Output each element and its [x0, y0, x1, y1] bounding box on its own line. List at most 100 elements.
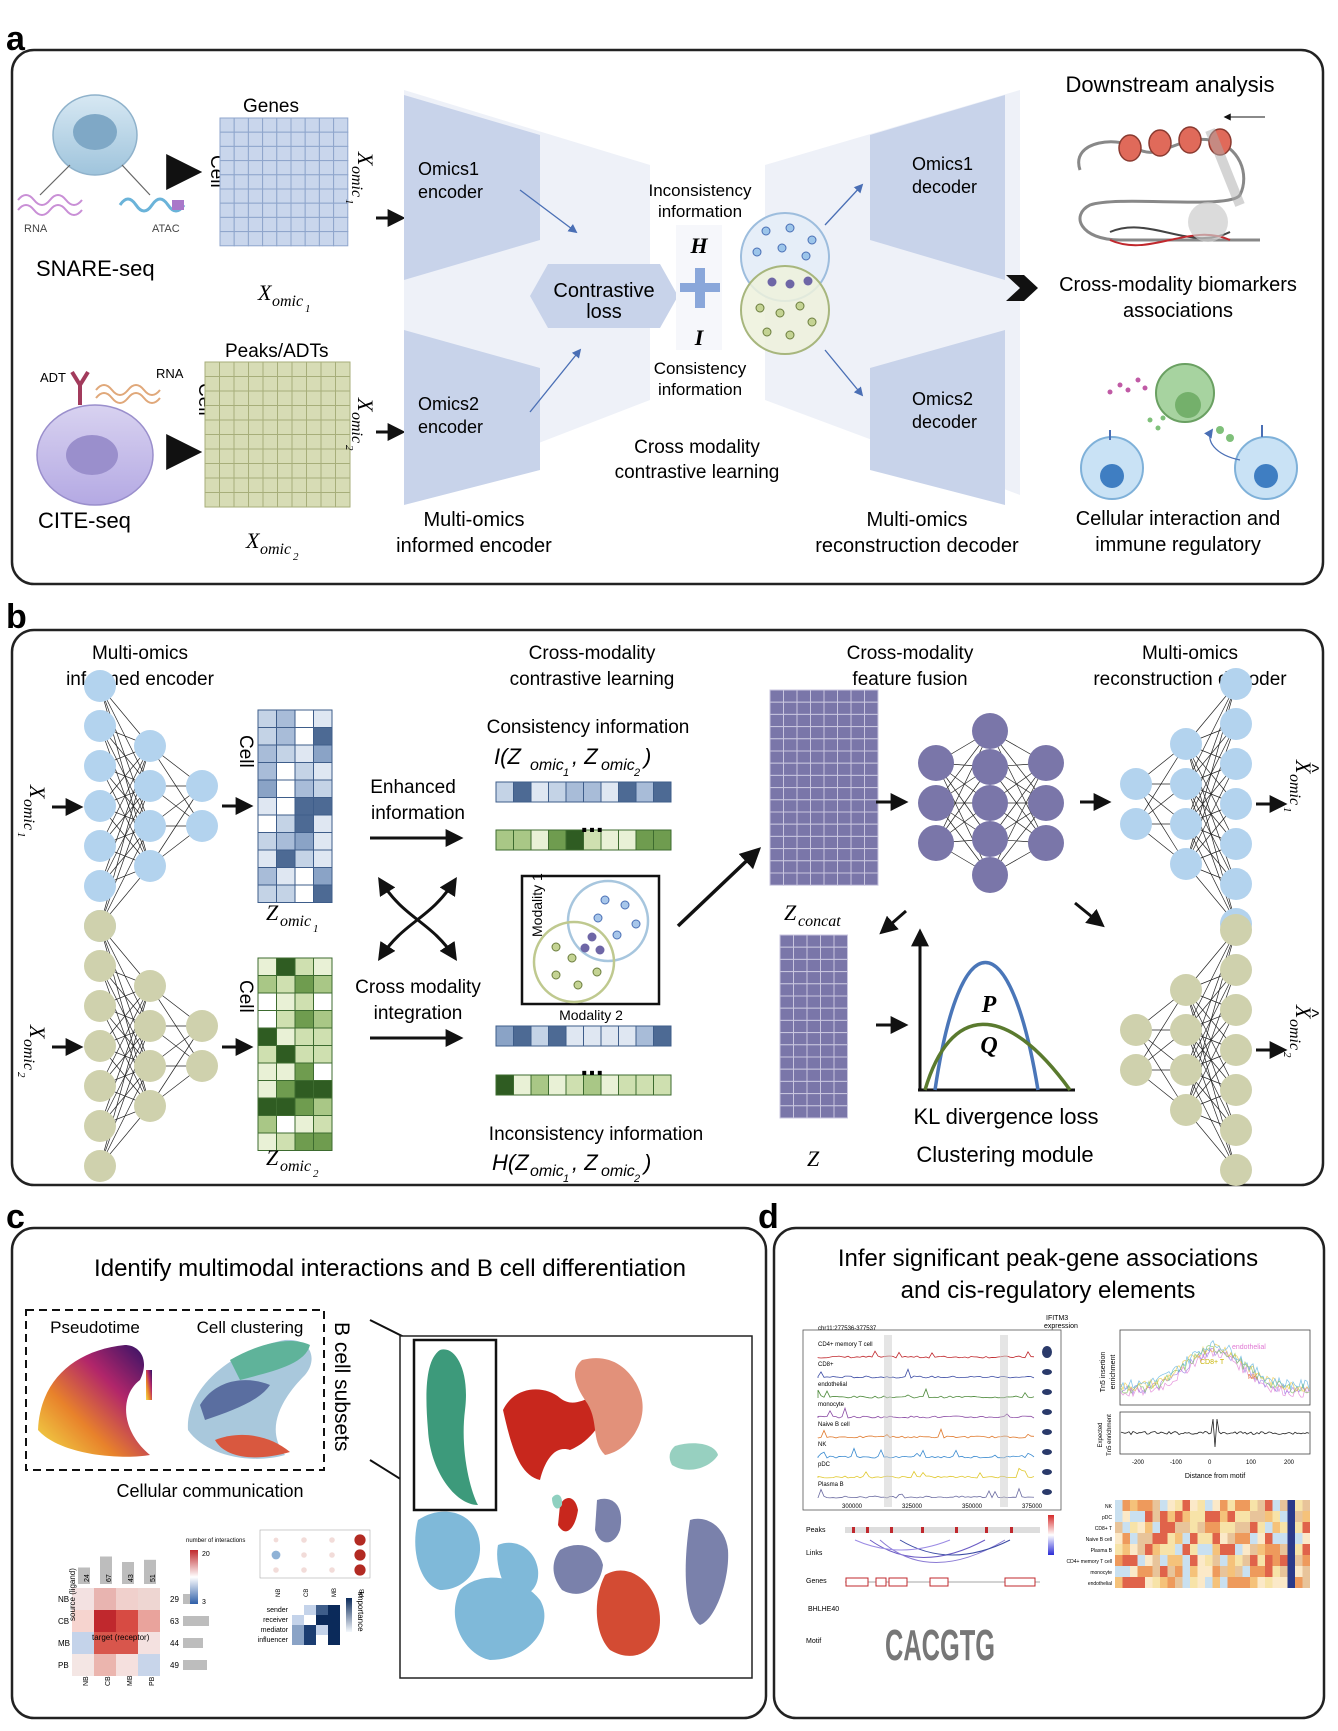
motif-heat-cell: [1235, 1500, 1243, 1511]
bar-cell: [635, 781, 654, 803]
encoder2-net: [84, 910, 218, 1182]
svg-text:X: X: [353, 397, 378, 413]
zconcat-cell: [810, 787, 825, 801]
z-cell: [779, 1056, 794, 1070]
plus-vertical: [695, 268, 705, 308]
peak-matrix-cell: [248, 405, 264, 421]
zconcat-cell: [823, 799, 838, 813]
svg-text:I(Z: I(Z: [494, 744, 522, 769]
motif-heat-cell: [1235, 1522, 1243, 1533]
track-label: NK: [818, 1442, 826, 1448]
motif-heat-cell: [1197, 1511, 1205, 1522]
b-encoder-title-1: Multi-omics: [92, 643, 188, 664]
peak-matrix-cell: [233, 492, 249, 508]
role-cell: [304, 1615, 316, 1625]
motif-heat-cell: [1272, 1566, 1280, 1577]
panel-c: c Identify multimodal interactions and B…: [6, 1198, 768, 1720]
gene-matrix: [219, 117, 349, 247]
z2-cell: [276, 1010, 296, 1029]
motif-heat-cell: [1182, 1511, 1190, 1522]
zconcat-cell: [769, 689, 784, 703]
net-edge: [99, 745, 151, 847]
bar-cell: [513, 1074, 532, 1096]
motif-heat-cell: [1160, 1544, 1168, 1555]
dist-tick: 200: [1284, 1460, 1295, 1466]
z1-cell: [294, 727, 314, 746]
zconcat-cell: [783, 823, 798, 837]
zconcat-cell: [783, 774, 798, 789]
track-trace: [817, 1387, 1035, 1399]
zconcat-cell: [783, 860, 798, 874]
net-node: [134, 850, 166, 882]
omics1-encoder-label-2: encoder: [418, 182, 483, 202]
omics1-decoder-label-1: Omics1: [912, 154, 973, 174]
motif-heat-row-label: monocyte: [1090, 1570, 1112, 1576]
net-edge: [99, 985, 151, 1127]
x-tick: 350000: [962, 1504, 983, 1510]
z2-cell: [257, 1027, 277, 1046]
z-cell: [833, 934, 848, 948]
motif-heat-cell: [1197, 1500, 1205, 1511]
footprint-tag: NK: [1248, 1374, 1258, 1381]
gene-matrix-cell: [247, 202, 264, 218]
motif-heat-cell: [1227, 1577, 1235, 1588]
role-cell: [292, 1625, 304, 1635]
z-matrix: [779, 934, 848, 1119]
svg-text:CACGTG: CACGTG: [885, 1621, 995, 1670]
z-cell: [820, 995, 835, 1009]
peak-matrix-cell: [277, 434, 293, 450]
motif-heat-cell: [1182, 1544, 1190, 1555]
peak-matrix-cell: [204, 448, 220, 464]
heat-cell: [116, 1588, 138, 1610]
motif-heat-cell: [1115, 1500, 1123, 1511]
motif-heat-row-label: Plasma B: [1091, 1548, 1113, 1554]
zconcat-cell: [810, 835, 825, 850]
dot: [301, 1537, 307, 1543]
peak-matrix-cell: [219, 448, 235, 464]
z-cell: [806, 1007, 821, 1021]
motif-heat-cell: [1190, 1500, 1198, 1511]
z1-cell: [276, 814, 296, 833]
peak-matrix-cell: [335, 492, 351, 508]
zconcat-cell: [796, 860, 811, 874]
motif-heat-cell: [1242, 1577, 1250, 1588]
motif-heat-cell: [1145, 1566, 1153, 1577]
x-omic1-label: X omic 1: [257, 280, 311, 315]
gene-matrix-cell: [219, 117, 235, 133]
net-edge: [99, 985, 151, 1087]
motif-heat-cell: [1242, 1544, 1250, 1555]
peak-matrix: [204, 361, 351, 508]
motif-heat-row-label: NK: [1105, 1504, 1113, 1510]
track-label: CD8+: [818, 1362, 834, 1368]
track-label: pDC: [818, 1462, 831, 1468]
motif-heat-cell: [1152, 1511, 1160, 1522]
z-cell: [779, 946, 794, 960]
motif-heat-cell: [1302, 1522, 1310, 1533]
z-cell: [806, 971, 821, 985]
motif-heat-cell: [1137, 1533, 1145, 1544]
net-edge: [989, 762, 1047, 876]
track-trace: [817, 1368, 1035, 1379]
motif-heat-cell: [1257, 1577, 1265, 1588]
footprint-tag: endothelial: [1232, 1344, 1266, 1351]
net-node: [918, 825, 954, 861]
zconcat-cell: [783, 689, 798, 703]
heat-cell: [138, 1610, 160, 1632]
bar-cell: [530, 1074, 549, 1096]
heat-top-count: 51: [150, 1574, 157, 1582]
genes-label: Genes: [243, 96, 299, 117]
dot: [354, 1534, 366, 1546]
motif-heat-cell: [1137, 1511, 1145, 1522]
z-cell: [833, 1056, 848, 1070]
bar-cell: [635, 1074, 654, 1096]
peak-matrix-cell: [306, 448, 322, 464]
bar-cell: [653, 829, 672, 851]
gene-matrix-cell: [233, 202, 249, 218]
net-node: [1120, 808, 1152, 840]
z-label: Z: [807, 1146, 820, 1171]
motif-heat-cell: [1160, 1511, 1168, 1522]
gene-matrix-cell: [304, 188, 320, 204]
heat-row-label: NB: [58, 1595, 69, 1604]
